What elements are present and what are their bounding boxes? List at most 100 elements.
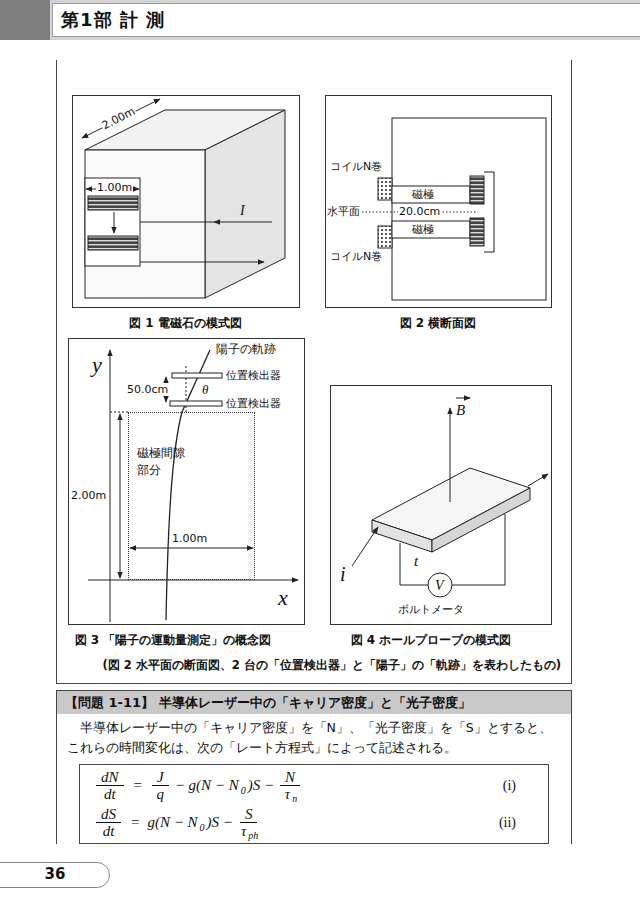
equation-term: S bbox=[245, 806, 253, 822]
node-text: 【問題 1-11】 半導体レーザー中の「キャリア密度」と「光子密度」 bbox=[57, 691, 571, 714]
equation-number: (ii) bbox=[499, 815, 536, 831]
denominator: τph bbox=[239, 823, 258, 839]
figure-panel: 図 2 横断面図 bbox=[325, 95, 552, 308]
figure-label: 陽子の軌跡 bbox=[216, 342, 276, 357]
figure-label: θ bbox=[202, 382, 208, 398]
hall-probe-drawing bbox=[432, 488, 530, 552]
figure-frame: (図 2 水平面の断面図、2 台の「位置検出器」と「陽子」の「軌跡」を表わしたも… bbox=[56, 60, 572, 684]
electromagnet-drawing bbox=[88, 196, 138, 210]
equation-term: )S − bbox=[248, 777, 274, 794]
hall-probe-drawing bbox=[352, 527, 378, 566]
node-text: 磁極間隙 部分 bbox=[137, 445, 189, 479]
momentum-drawing bbox=[172, 373, 222, 378]
equation-term: τ bbox=[241, 823, 246, 839]
node-text: 図 2 横断面図 bbox=[326, 315, 551, 332]
numerator: dS bbox=[96, 806, 121, 823]
equation-term: q bbox=[157, 786, 165, 802]
numerator: N bbox=[280, 769, 300, 786]
fraction: Nτn bbox=[280, 769, 300, 802]
cross-section-drawing bbox=[392, 221, 470, 238]
numerator: J bbox=[152, 769, 169, 786]
cross-section-drawing bbox=[392, 186, 470, 203]
figure-label: ボルトメータ bbox=[398, 603, 464, 616]
figure-label: B bbox=[456, 401, 465, 419]
equation-term: dt bbox=[103, 823, 115, 839]
figure-label: 位置検出器 bbox=[226, 397, 281, 410]
figure-label: 50.0cm bbox=[126, 383, 169, 396]
figure-label: コイルN巻 bbox=[330, 250, 382, 263]
hall-probe-drawing bbox=[456, 398, 470, 399]
figure-label: 1.00m bbox=[172, 532, 207, 545]
gap-region: 磁極間隙 部分 bbox=[128, 412, 255, 580]
electromagnet-drawing bbox=[205, 110, 285, 298]
momentum-drawing bbox=[120, 414, 121, 578]
figure-label: 水平面 bbox=[327, 205, 360, 218]
electromagnet-drawing bbox=[114, 212, 115, 233]
problem-box: 【問題 1-11】 半導体レーザー中の「キャリア密度」と「光子密度」半導体レーザ… bbox=[56, 690, 572, 844]
figure-label: y bbox=[92, 352, 102, 377]
equation-term: dt bbox=[104, 786, 116, 802]
equation-term: dN bbox=[101, 769, 119, 785]
equation-box: dNdt=Jq− g(N − N0)S −Nτn(i)dSdt=g(N − N0… bbox=[79, 764, 549, 844]
figure-label: i bbox=[340, 563, 346, 586]
node-text: 図 3 「陽子の運動量測定」の概念図 bbox=[75, 632, 272, 649]
equation-row: dSdt=g(N − N0)S −Sτph(ii) bbox=[92, 804, 536, 841]
figure-label: 位置検出器 bbox=[226, 369, 281, 382]
electromagnet-drawing bbox=[140, 262, 264, 263]
equation-number: (i) bbox=[503, 778, 536, 794]
cross-section-drawing bbox=[378, 226, 392, 248]
numerator: dN bbox=[96, 769, 124, 786]
figure-label: 磁極 bbox=[412, 223, 434, 236]
cross-section-drawing bbox=[470, 218, 484, 246]
momentum-drawing bbox=[130, 548, 253, 549]
momentum-drawing bbox=[110, 412, 128, 413]
figure-label: I bbox=[240, 202, 245, 219]
equation-row: dNdt=Jq− g(N − N0)S −Nτn(i) bbox=[92, 767, 536, 804]
momentum-drawing bbox=[110, 350, 111, 622]
electromagnet-drawing bbox=[85, 150, 205, 298]
subscript: 0 bbox=[241, 785, 246, 796]
equation-term: = bbox=[134, 777, 142, 794]
node-text: (図 2 水平面の断面図、2 台の「位置検出器」と「陽子」の「軌跡」を表わしたも… bbox=[102, 658, 561, 673]
figure-label: 2.00m bbox=[70, 489, 107, 502]
electromagnet-drawing bbox=[88, 236, 138, 250]
equation-term: = bbox=[131, 814, 139, 831]
fraction: Jq bbox=[152, 769, 169, 802]
node-text: 半導体レーザー中の「キャリア密度」を「N」、「光子密度」を「S」とすると、これら… bbox=[57, 714, 571, 758]
cross-section-drawing bbox=[470, 176, 484, 204]
numerator: S bbox=[240, 806, 258, 823]
electromagnet-drawing bbox=[140, 222, 214, 223]
hall-probe-drawing bbox=[528, 474, 548, 486]
equation-term: g(N − N bbox=[147, 814, 197, 831]
momentum-drawing bbox=[170, 401, 222, 406]
equation-term: τ bbox=[285, 786, 290, 802]
equation-term: dS bbox=[101, 806, 116, 822]
header-band bbox=[0, 0, 640, 40]
fraction: Sτph bbox=[239, 806, 258, 839]
cross-section-drawing bbox=[362, 118, 546, 300]
equation-term: J bbox=[157, 769, 164, 785]
figure-label: x bbox=[278, 585, 288, 610]
hall-probe-drawing bbox=[428, 573, 452, 597]
page-number: 36 bbox=[0, 862, 110, 888]
cross-section-drawing bbox=[392, 118, 546, 300]
figure-label: コイルN巻 bbox=[330, 160, 382, 173]
denominator: q bbox=[155, 786, 167, 802]
fraction: dNdt bbox=[96, 769, 124, 802]
figure-label: t bbox=[414, 552, 418, 570]
cross-section-drawing bbox=[378, 178, 392, 200]
electromagnet-drawing bbox=[214, 222, 272, 223]
hall-probe-drawing bbox=[352, 398, 548, 597]
subscript: ph bbox=[248, 828, 258, 844]
equation-term: N bbox=[285, 769, 295, 785]
figure-label: 1.00m bbox=[96, 181, 133, 194]
hall-probe-drawing bbox=[450, 408, 451, 502]
figure-label: V bbox=[435, 577, 444, 594]
header-bar: 第1部 計 測 bbox=[52, 3, 640, 37]
fraction: dSdt bbox=[96, 806, 121, 839]
figure-label: 20.0cm bbox=[398, 205, 441, 218]
momentum-drawing bbox=[88, 350, 298, 622]
header-band bbox=[0, 0, 640, 40]
equation-term: )S − bbox=[207, 814, 233, 831]
